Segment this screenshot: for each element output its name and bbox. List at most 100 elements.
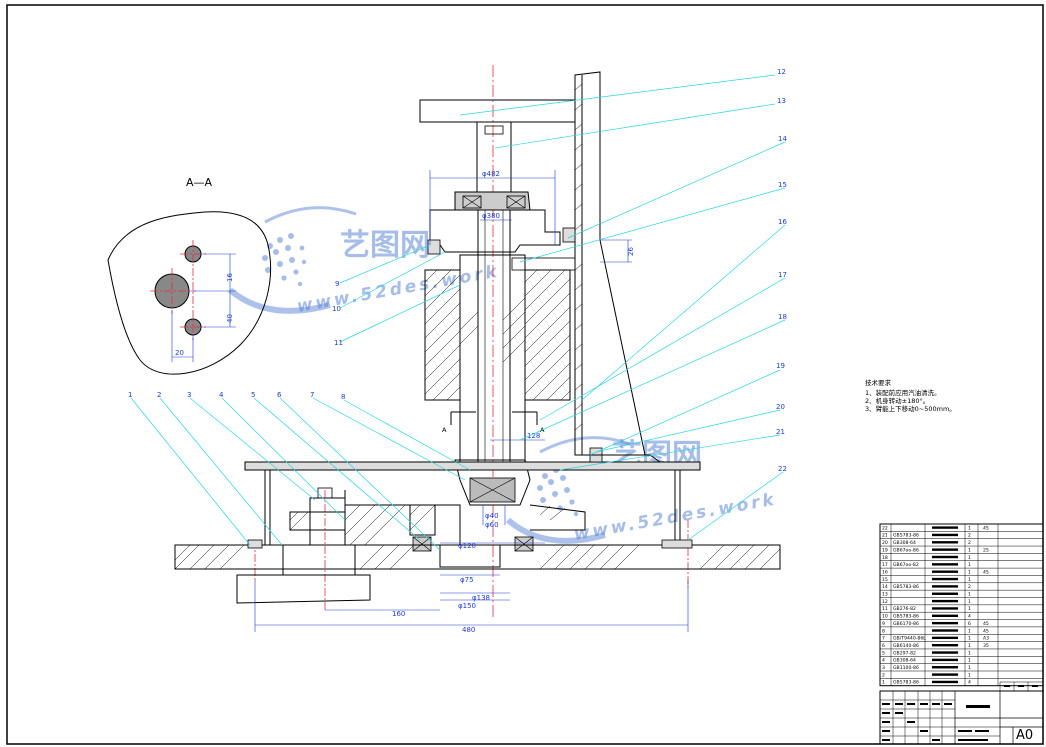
column-body — [574, 71, 646, 456]
bom-item-name-bar — [932, 644, 958, 647]
bom-item-no: 13 — [882, 592, 888, 598]
bom-item-name-bar — [932, 673, 958, 676]
bom-item-code: GB5783-86 — [893, 533, 919, 539]
bom-item-no: 17 — [882, 562, 888, 568]
section-title: A—A — [186, 176, 213, 189]
sheet-size: A0 — [1016, 728, 1033, 743]
bom-item-name-bar — [932, 592, 958, 595]
dim-d-bearing: φ380 — [482, 212, 500, 220]
bom-item-qty: 2 — [968, 533, 971, 539]
tech-req-line-2: 2、机身转动±180°。 — [865, 396, 929, 405]
bom-item-qty: 1 — [968, 658, 971, 664]
bom-item-qty: 1 — [968, 599, 971, 605]
bom-item-code: GB67oo-86 — [893, 547, 919, 553]
bom-item-name-bar — [932, 563, 958, 566]
part-label-8: 8 — [341, 393, 345, 401]
part-label-7: 7 — [310, 391, 314, 399]
part-label-10: 10 — [332, 305, 341, 313]
tech-req-line-3: 3、臂能上下移动0~500mm。 — [865, 404, 956, 413]
bom-item-qty: 1 — [968, 525, 971, 531]
part-label-1: 1 — [128, 391, 132, 399]
bom-item-name-bar — [932, 570, 958, 573]
dim-d-lower1: φ40 — [485, 512, 499, 520]
dim-d-top: φ482 — [482, 170, 500, 178]
bom-item-name-bar — [932, 599, 958, 603]
title-block: A0 — [879, 681, 1044, 745]
bom-item-code: GB6140-86 — [893, 643, 919, 649]
section-marker-left: A — [442, 426, 447, 434]
shaft — [477, 209, 511, 466]
dim-sec-16: 16 — [226, 273, 234, 282]
part-label-12: 12 — [777, 68, 786, 76]
dim-d-base3: φ138 — [472, 594, 490, 602]
section-outline — [107, 211, 272, 375]
bom-item-qty: 6 — [968, 621, 971, 627]
bom-item-qty: 1 — [968, 643, 971, 649]
bom-item-no: 3 — [882, 665, 885, 671]
dim-d-base: φ120 — [458, 542, 476, 550]
bom-item-no: 2 — [882, 672, 885, 678]
dim-len-480: 480 — [462, 626, 475, 634]
dim-len-160: 160 — [392, 610, 405, 618]
dim-d-base4: φ150 — [458, 602, 476, 610]
part-label-22: 22 — [778, 465, 787, 473]
bom-item-qty: 1 — [968, 650, 971, 656]
part-label-18: 18 — [778, 313, 787, 321]
bom-item-qty: 1 — [968, 606, 971, 612]
bom-item-no: 6 — [882, 643, 885, 649]
dim-h-right: 26 — [627, 247, 635, 256]
bom-item-qty: 4 — [968, 680, 971, 686]
tech-req-line-1: 1、装配前应用汽油清洗。 — [865, 388, 941, 397]
bom-item-name-bar — [932, 555, 958, 559]
main-assembly: φ482 φ380 26 128 φ40 φ60 φ120 φ75 φ138 φ… — [174, 65, 781, 634]
right-hatch-block — [524, 269, 571, 401]
bom-item-qty: 2 — [968, 584, 971, 590]
section-view-a-a: A—A 16 40 20 — [107, 176, 272, 375]
bom-item-qty: 1 — [968, 672, 971, 678]
left-hatch-block — [424, 269, 461, 401]
bom-item-no: 4 — [882, 658, 885, 664]
bom-item-qty: 2 — [968, 540, 971, 546]
base-top-plate — [244, 461, 701, 471]
bom-item-no: 8 — [882, 628, 885, 634]
part-label-13: 13 — [777, 97, 786, 105]
part-label-20: 20 — [776, 403, 785, 411]
part-label-3: 3 — [187, 391, 191, 399]
bom-item-qty: 1 — [968, 628, 971, 634]
bom-item-name-bar — [932, 533, 958, 537]
bom-item-code: GB276-82 — [893, 606, 916, 612]
bom-item-no: 16 — [882, 569, 888, 575]
foundation-slab — [174, 544, 781, 570]
bom-item-no: 11 — [882, 606, 888, 612]
dim-d-base2: φ75 — [460, 576, 474, 584]
bom-item-name-bar — [932, 666, 958, 669]
dim-d-lower2: φ60 — [485, 521, 499, 529]
bom-item-no: 19 — [882, 547, 888, 553]
bom-item-no: 22 — [882, 525, 888, 531]
bom-item-qty: 1 — [968, 636, 971, 642]
tech-req-title: 技术要求 — [865, 378, 892, 387]
leader-lines — [130, 74, 786, 551]
part-label-4: 4 — [219, 391, 224, 399]
dim-w-128: 128 — [527, 432, 540, 440]
part-label-21: 21 — [776, 428, 785, 436]
bom-item-no: 20 — [882, 540, 888, 546]
bom-item-qty: 1 — [968, 569, 971, 575]
bom-item-name-bar — [932, 614, 958, 617]
part-label-2: 2 — [157, 391, 161, 399]
part-label-15: 15 — [778, 181, 787, 189]
bom-item-material: A3 — [983, 636, 989, 642]
bom-item-qty: 1 — [968, 577, 971, 583]
bom-item-material: 45 — [983, 569, 989, 575]
bom-item-code: GB5783-86 — [893, 614, 919, 620]
bom-item-no: 10 — [882, 614, 888, 620]
sheet-border — [6, 4, 1044, 745]
dim-sec-40: 40 — [226, 314, 234, 323]
bom-item-qty: 4 — [968, 614, 971, 620]
part-label-5: 5 — [251, 391, 255, 399]
bom-item-material: 45 — [983, 525, 989, 531]
part-label-19: 19 — [776, 362, 785, 370]
bom-item-no: 15 — [882, 577, 888, 583]
